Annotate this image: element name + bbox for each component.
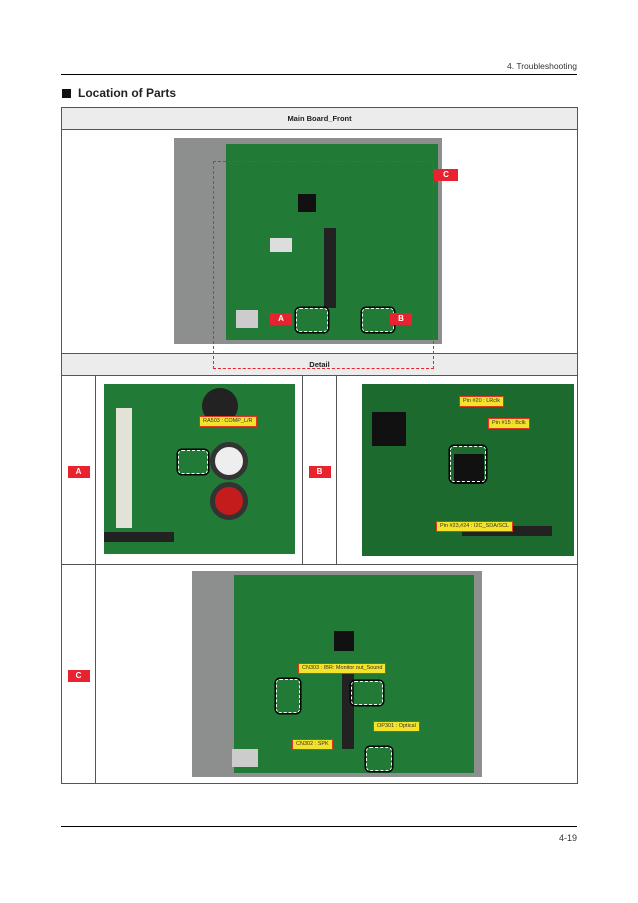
row-a-label-cell: A (61, 375, 96, 565)
detail-c-photo (192, 571, 482, 777)
op301-box (351, 681, 383, 705)
callout-op301: OP301 : Optical (373, 721, 420, 732)
parts-table: Main Board_Front C A B Detail A (60, 107, 579, 784)
cn303-box (276, 679, 300, 713)
chip (334, 631, 354, 651)
badge-a-detail: A (67, 466, 90, 478)
jack-white (210, 442, 248, 480)
callout-pin2324: Pin #23,#24 : I2C_SDA/SCL (436, 521, 514, 532)
jack-red (210, 482, 248, 520)
main-board-cell: C A B (60, 129, 579, 369)
page-number: 4-19 (558, 833, 577, 843)
connector (270, 238, 292, 252)
section-heading: Location of Parts (62, 86, 176, 100)
detail-a-cell: RA503 : COMP_L/R (95, 375, 303, 565)
footer-rule (61, 826, 577, 827)
av-jacks (324, 228, 336, 308)
chapter-header: 4. Troubleshooting (507, 61, 577, 71)
ra503-box (178, 450, 208, 474)
header-rule (61, 74, 577, 75)
cn302-box (366, 747, 392, 771)
callout-pin15: Pin #15 : Bclk (488, 418, 530, 429)
main-board-header: Main Board_Front (60, 107, 579, 130)
chip (298, 194, 316, 212)
badge-b: B (390, 313, 412, 325)
badge-c-detail: C (67, 670, 90, 682)
audio-chip (454, 454, 484, 484)
badge-b-detail: B (308, 466, 331, 478)
connector (104, 532, 174, 542)
chip (372, 412, 406, 446)
main-board-photo (174, 138, 442, 344)
badge-c: C (434, 169, 458, 181)
connector (232, 749, 258, 767)
pcb-board (234, 575, 474, 773)
callout-cn303: CN303 : IBR: Monitor out_Sound (298, 663, 387, 674)
detail-b-cell: Pin #20 : LRclk Pin #15 : Bclk Pin #23,#… (335, 375, 579, 565)
section-title: Location of Parts (78, 86, 177, 100)
callout-ra503: RA503 : COMP_L/R (199, 416, 257, 427)
row-c-label-cell: C (61, 564, 96, 784)
detail-c-cell: CN303 : IBR: Monitor out_Sound OP301 : O… (94, 564, 579, 784)
badge-a: A (270, 313, 292, 325)
region-c-outline (213, 161, 434, 369)
square-bullet-icon (62, 88, 71, 98)
row-b-label-cell: B (302, 375, 337, 565)
region-a-box (296, 308, 328, 332)
connector (236, 310, 258, 328)
callout-pin20: Pin #20 : LRclk (459, 396, 504, 407)
callout-cn302: CN302 : SPK (292, 739, 333, 750)
connector-strip (116, 408, 132, 528)
audio-chip-box (450, 446, 486, 482)
